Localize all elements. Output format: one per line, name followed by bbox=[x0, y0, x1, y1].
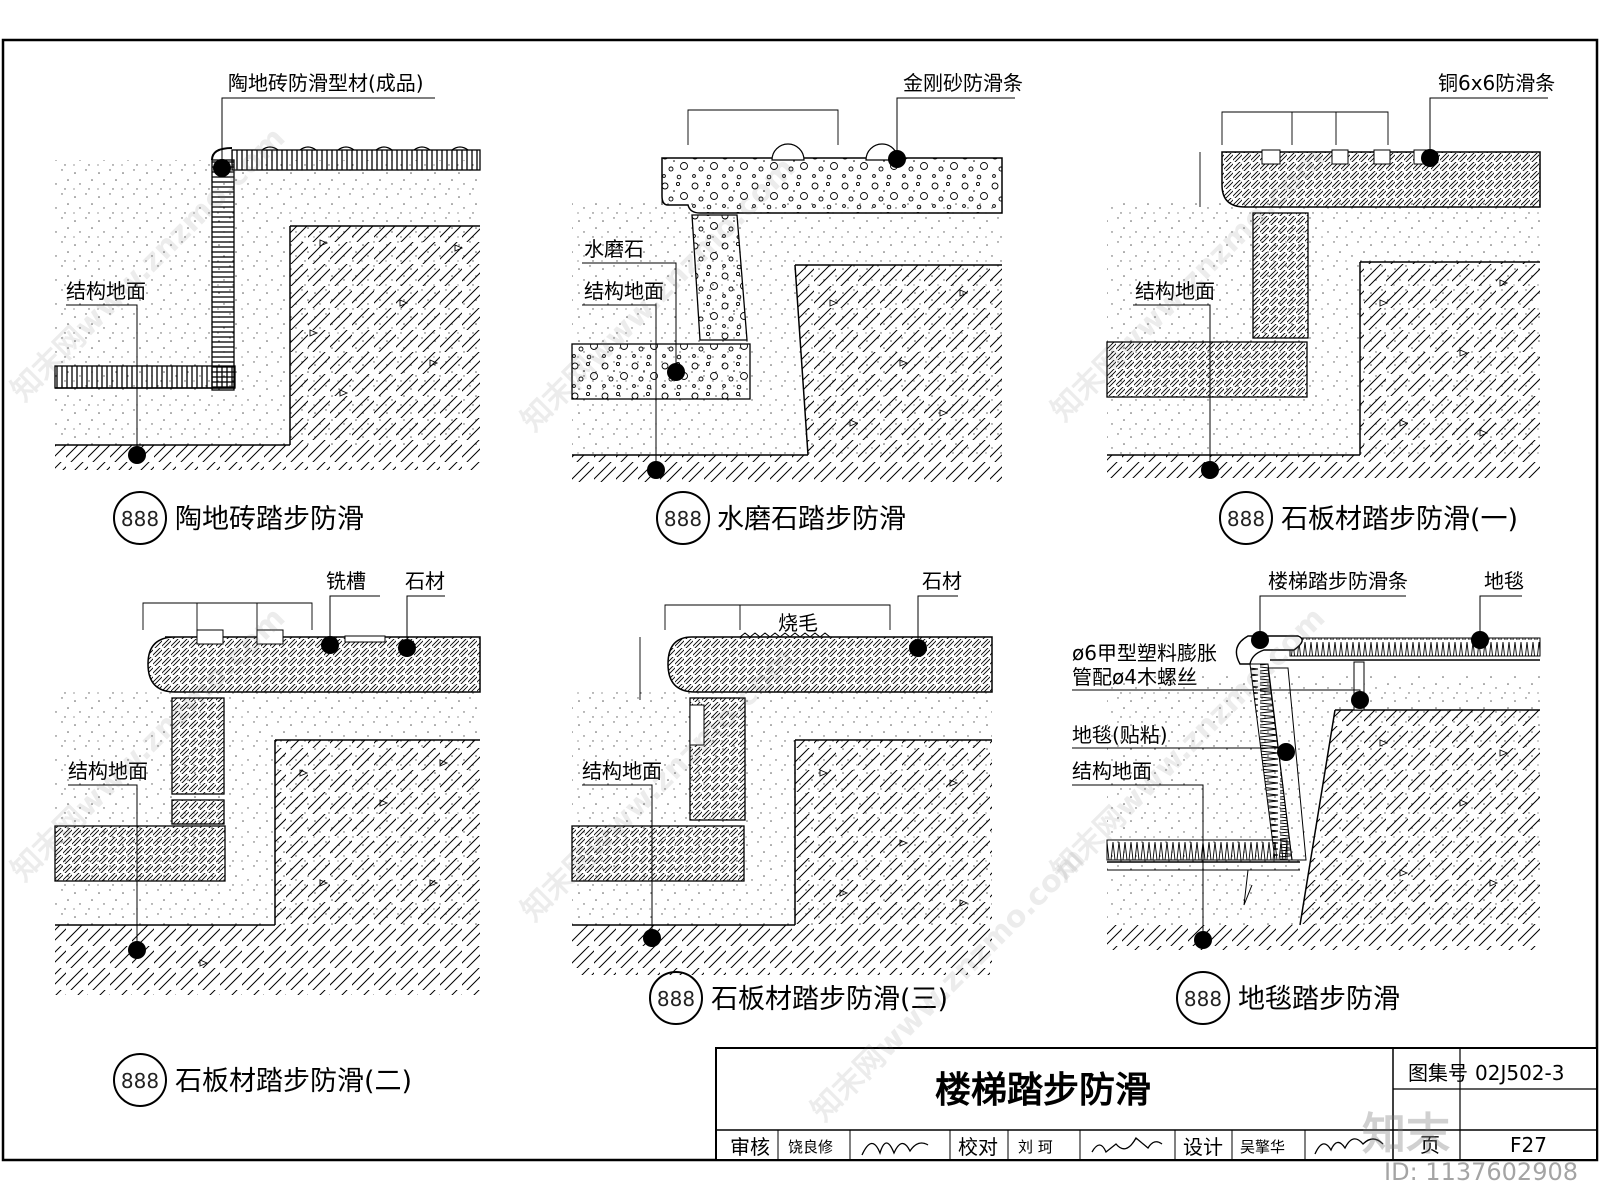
label-anchor-line1: ø6甲型塑料膨胀 bbox=[1072, 641, 1217, 665]
detail-carpet: 楼梯踏步防滑条 地毯 ø6甲型塑料膨胀 管配ø4木螺丝 地毯(贴粘) 结构地面 … bbox=[1072, 569, 1541, 1025]
detail-stone-slab-3: 烧毛 石材 结构地面 888 石板材踏步防滑(三) bbox=[571, 569, 993, 1025]
review-name: 饶良修 bbox=[788, 1138, 833, 1156]
detail-title: 水磨石踏步防滑 bbox=[717, 504, 906, 535]
stone-tread bbox=[667, 636, 993, 693]
check-name: 刘 珂 bbox=[1018, 1138, 1053, 1156]
detail-title: 石板材踏步防滑(三) bbox=[711, 984, 948, 1015]
label-anti-slip-profile: 陶地砖防滑型材(成品) bbox=[228, 71, 424, 95]
detail-title: 石板材踏步防滑(二) bbox=[175, 1066, 412, 1097]
design-label: 设计 bbox=[1183, 1135, 1223, 1159]
detail-number-circle bbox=[113, 491, 167, 545]
atlas-number: 02J502-3 bbox=[1475, 1061, 1564, 1085]
detail-stone-slab-1: 铜6x6防滑条 结构地面 888 石板材踏步防滑(一) bbox=[1106, 71, 1555, 545]
label-stair-nosing-strip: 楼梯踏步防滑条 bbox=[1268, 569, 1408, 593]
detail-terrazzo: 金刚砂防滑条 水磨石 结构地面 888 水磨石踏步防滑 bbox=[571, 71, 1023, 545]
label-glued-carpet: 地毯(贴粘) bbox=[1072, 723, 1168, 747]
stone-tread bbox=[1221, 151, 1541, 208]
detail-number: 888 bbox=[1227, 507, 1265, 531]
atlas-label: 图集号 bbox=[1408, 1061, 1468, 1085]
watermark-logo: 知末 bbox=[1362, 1109, 1450, 1160]
check-label: 校对 bbox=[958, 1135, 998, 1159]
label-milled-groove: 铣槽 bbox=[326, 569, 366, 593]
label-stone: 石材 bbox=[922, 569, 962, 593]
callout-dot bbox=[128, 446, 146, 464]
stone-tread bbox=[147, 636, 481, 693]
label-flamed: 烧毛 bbox=[778, 611, 818, 635]
detail-ceramic-tile: 陶地砖防滑型材(成品) 结构地面 888 陶地砖踏步防滑 bbox=[54, 71, 481, 545]
sheet-title: 楼梯踏步防滑 bbox=[935, 1070, 1151, 1111]
label-stone: 石材 bbox=[405, 569, 445, 593]
label-structural-floor: 结构地面 bbox=[584, 279, 664, 303]
label-anchor-line2: 管配ø4木螺丝 bbox=[1072, 665, 1197, 689]
label-structural-floor: 结构地面 bbox=[68, 759, 148, 783]
anti-slip-strip bbox=[771, 143, 805, 161]
detail-number: 888 bbox=[657, 987, 695, 1011]
label-copper-strip: 铜6x6防滑条 bbox=[1438, 71, 1555, 95]
detail-title: 陶地砖踏步防滑 bbox=[175, 504, 364, 535]
label-corundum-strip: 金刚砂防滑条 bbox=[903, 71, 1023, 95]
label-structural-floor: 结构地面 bbox=[1072, 759, 1152, 783]
detail-stone-slab-2: 铣槽 石材 结构地面 888 石板材踏步防滑(二) bbox=[54, 569, 481, 1107]
terrazzo-tread bbox=[661, 157, 1003, 214]
detail-number: 888 bbox=[1184, 987, 1222, 1011]
label-structural-floor: 结构地面 bbox=[1135, 279, 1215, 303]
title-block: 楼梯踏步防滑 图集号 02J502-3 页 F27 审核 饶良修 校对 刘 珂 … bbox=[715, 1047, 1598, 1161]
detail-title: 石板材踏步防滑(一) bbox=[1281, 504, 1518, 535]
label-structural-floor: 结构地面 bbox=[582, 759, 662, 783]
detail-title: 地毯踏步防滑 bbox=[1238, 984, 1400, 1015]
detail-number: 888 bbox=[121, 507, 159, 531]
signature-review bbox=[861, 1142, 929, 1156]
watermark-id: ID: 1137602908 bbox=[1384, 1158, 1578, 1186]
label-structural-floor: 结构地面 bbox=[66, 279, 146, 303]
review-label: 审核 bbox=[730, 1135, 770, 1159]
page-number: F27 bbox=[1510, 1133, 1547, 1157]
label-terrazzo: 水磨石 bbox=[584, 237, 644, 261]
label-carpet: 地毯 bbox=[1484, 569, 1524, 593]
page-label: 页 bbox=[1420, 1133, 1440, 1157]
design-name: 吴擎华 bbox=[1240, 1138, 1285, 1156]
signature-check bbox=[1091, 1136, 1163, 1154]
callout-dot bbox=[213, 159, 231, 177]
detail-number: 888 bbox=[664, 507, 702, 531]
detail-number: 888 bbox=[121, 1069, 159, 1093]
signature-design bbox=[1314, 1138, 1384, 1155]
